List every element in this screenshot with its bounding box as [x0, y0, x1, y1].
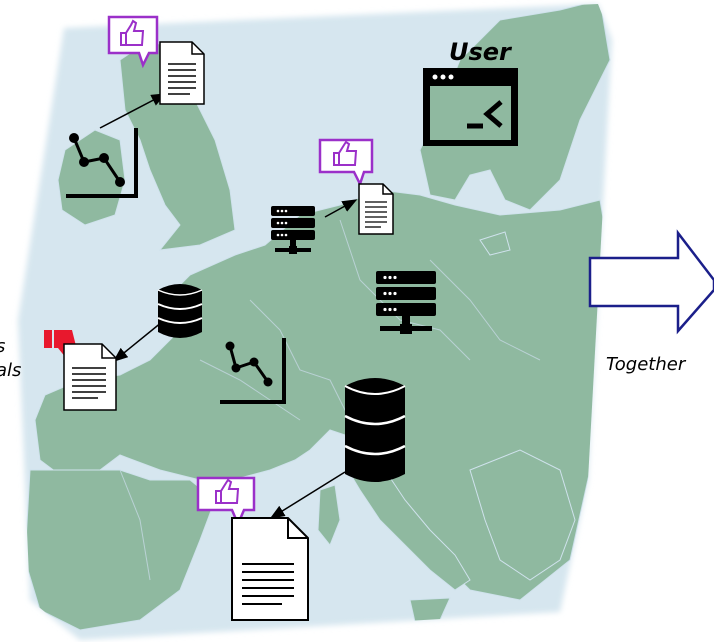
connection-arrows — [99, 93, 358, 519]
arrow-db-to-doc-bottom — [269, 471, 346, 519]
europe-map — [18, 4, 612, 640]
server-icon — [271, 206, 315, 254]
document-icon — [159, 41, 205, 105]
document-icon — [231, 517, 309, 621]
user-label: User — [449, 38, 513, 66]
thumbs-up-icon — [107, 15, 159, 69]
cut-left-label-line2: als — [0, 360, 21, 381]
arrow-db-to-doc-left — [112, 321, 163, 362]
arrow-chart-to-doc-top — [99, 93, 167, 129]
document-icon — [358, 183, 394, 235]
cut-left-label-line1: s — [0, 336, 5, 357]
document-icon — [63, 343, 117, 411]
line-chart-icon — [66, 128, 138, 198]
terminal-window-icon — [423, 68, 518, 146]
database-icon — [157, 284, 203, 338]
arrow-server-to-doc — [324, 199, 358, 218]
together-label: Together — [606, 354, 687, 375]
thumbs-up-icon — [318, 138, 374, 188]
database-icon — [344, 378, 406, 482]
line-chart-icon — [220, 338, 286, 404]
right-arrow-icon — [588, 229, 714, 335]
server-icon — [376, 271, 436, 334]
